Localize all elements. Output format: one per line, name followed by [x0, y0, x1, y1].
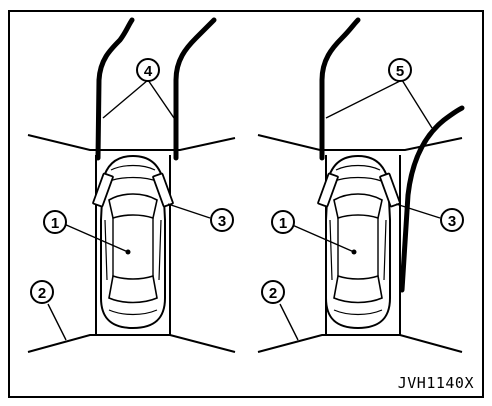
right-callout-1: 1 [271, 210, 295, 234]
left-callout-1: 1 [43, 210, 67, 234]
left-callout-2: 2 [30, 280, 54, 304]
right-callout-2: 2 [261, 280, 285, 304]
left-callout-2-text: 2 [38, 285, 46, 302]
left-callout-1-text: 1 [51, 215, 59, 232]
left-callout-4: 4 [136, 58, 160, 82]
right-course-line-left [319, 17, 361, 161]
right-floor-line-bottom [257, 334, 463, 353]
left-floor-line-bottom [27, 334, 236, 353]
right-callout-2-text: 2 [269, 285, 277, 302]
right-callout-5-text: 5 [396, 63, 404, 80]
right-callout-3-text: 3 [448, 213, 456, 230]
left-callout-3-text: 3 [218, 213, 226, 230]
right-floor-line-top [257, 134, 463, 151]
left-floor-line-top [27, 134, 236, 151]
right-callout-1-text: 1 [279, 215, 287, 232]
right-callout-3: 3 [440, 208, 464, 232]
left-course-line-right [173, 17, 217, 161]
left-callout-4-text: 4 [144, 63, 153, 80]
left-course-line-left [95, 17, 135, 161]
right-course-line-right [399, 105, 465, 293]
right-panel: 1 2 3 5 [257, 17, 465, 353]
figure-code: JVH1140X [397, 374, 474, 392]
right-callout-5: 5 [388, 58, 412, 82]
left-panel: 1 2 3 4 [27, 17, 236, 353]
left-callout-3: 3 [210, 208, 234, 232]
